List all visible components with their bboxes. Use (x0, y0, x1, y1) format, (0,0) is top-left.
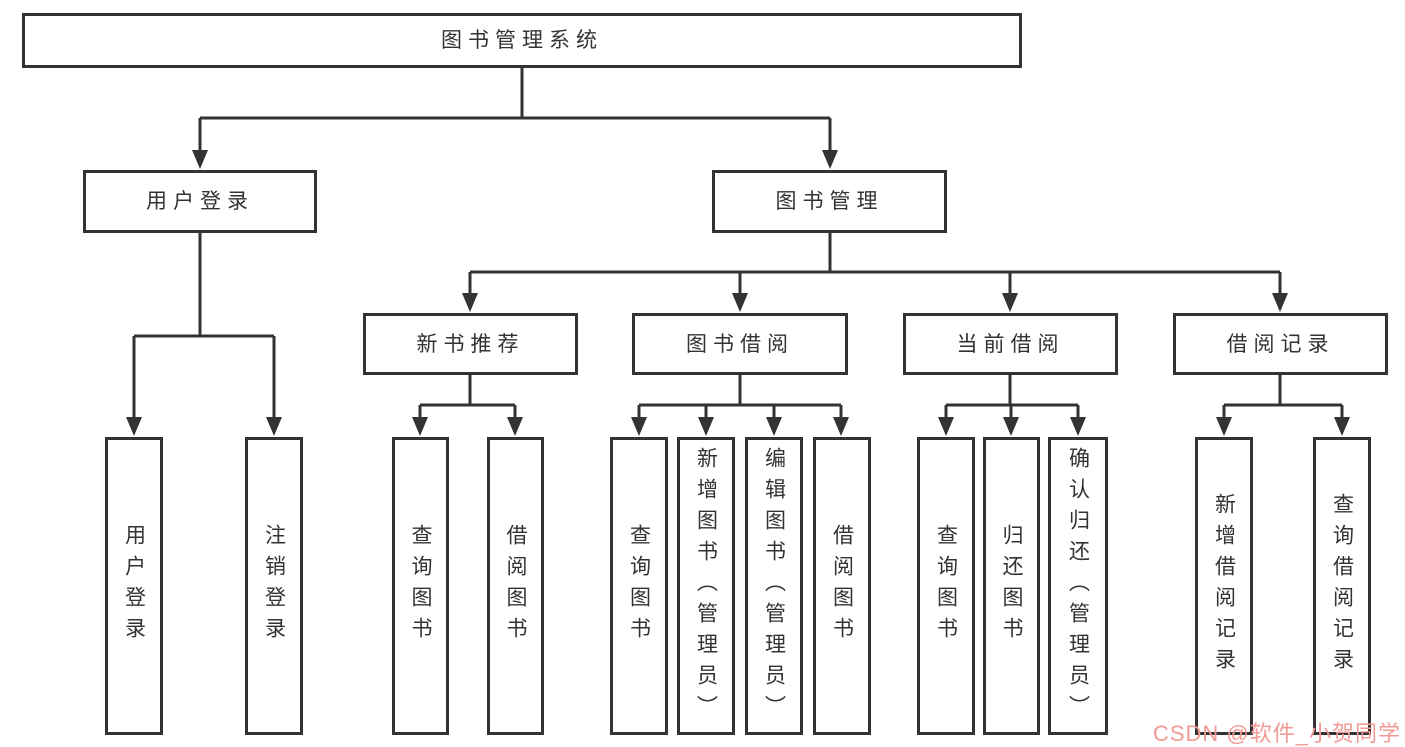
node-label: 查询图书 (934, 524, 958, 648)
node-label: 确认归还（管理员） (1066, 446, 1090, 726)
arrowhead-icon (1334, 417, 1350, 436)
connector-edges (132, 68, 1344, 419)
arrowhead-icon (1003, 417, 1019, 436)
node-new-book-recommendation: 新书推荐 (363, 313, 578, 375)
arrowhead-icon (732, 293, 748, 312)
node-label: 新书推荐 (416, 332, 525, 356)
leaf-current-confirm-return-admin: 确认归还（管理员） (1048, 437, 1108, 735)
node-label: 归还图书 (1000, 524, 1023, 648)
node-user-login: 用户登录 (83, 170, 317, 233)
node-label: 新增图书（管理员） (694, 446, 718, 726)
leaf-user-login: 用户登录 (105, 437, 163, 735)
node-label: 借阅图书 (504, 524, 527, 648)
leaf-recommendation-borrow-books: 借阅图书 (487, 437, 544, 735)
node-label: 用户登录 (146, 190, 254, 213)
node-book-management: 图书管理 (712, 170, 947, 233)
arrowhead-icons (126, 150, 1350, 436)
node-label: 注销登录 (262, 524, 286, 648)
node-label: 借阅记录 (1226, 332, 1335, 356)
node-label: 当前借阅 (956, 332, 1065, 356)
node-current-borrowing: 当前借阅 (903, 313, 1118, 375)
arrowhead-icon (631, 417, 647, 436)
leaf-logout-login: 注销登录 (245, 437, 303, 735)
arrowhead-icon (766, 417, 782, 436)
leaf-borrowing-query-books: 查询图书 (610, 437, 668, 735)
node-label: 图书管理 (775, 190, 884, 213)
arrowhead-icon (938, 417, 954, 436)
node-label: 用户登录 (122, 524, 146, 648)
node-label: 图书借阅 (686, 332, 794, 356)
node-label: 新增借阅记录 (1212, 493, 1236, 679)
arrowhead-icon (698, 417, 714, 436)
leaf-borrowing-edit-books-admin: 编辑图书（管理员） (745, 437, 803, 735)
node-book-borrowing: 图书借阅 (632, 313, 848, 375)
node-library-management-system: 图书管理系统 (22, 13, 1022, 68)
node-borrowing-records: 借阅记录 (1173, 313, 1388, 375)
leaf-recommendation-query-books: 查询图书 (392, 437, 449, 735)
node-label: 查询借阅记录 (1330, 493, 1354, 679)
node-label: 查询图书 (409, 524, 432, 648)
arrowhead-icon (822, 150, 838, 169)
arrowhead-icon (507, 417, 523, 436)
arrowhead-icon (412, 417, 428, 436)
arrowhead-icon (192, 150, 208, 169)
node-label: 借阅图书 (830, 524, 854, 648)
node-label: 编辑图书（管理员） (762, 446, 786, 726)
arrowhead-icon (1216, 417, 1232, 436)
leaf-current-query-books: 查询图书 (917, 437, 975, 735)
leaf-current-return-books: 归还图书 (983, 437, 1040, 735)
leaf-records-add-record: 新增借阅记录 (1195, 437, 1253, 735)
leaf-borrowing-add-books-admin: 新增图书（管理员） (677, 437, 735, 735)
arrowhead-icon (833, 417, 849, 436)
watermark: CSDN @软件_小贺同学 (1152, 721, 1401, 746)
arrowhead-icon (1272, 293, 1288, 312)
leaf-records-query-record: 查询借阅记录 (1313, 437, 1371, 735)
node-label: 查询图书 (627, 524, 651, 648)
arrowhead-icon (1002, 293, 1018, 312)
node-label: 图书管理系统 (441, 29, 603, 52)
arrowhead-icon (1070, 417, 1086, 436)
arrowhead-icon (126, 417, 142, 436)
arrowhead-icon (462, 293, 478, 312)
leaf-borrowing-borrow-books: 借阅图书 (813, 437, 871, 735)
arrowhead-icon (266, 417, 282, 436)
